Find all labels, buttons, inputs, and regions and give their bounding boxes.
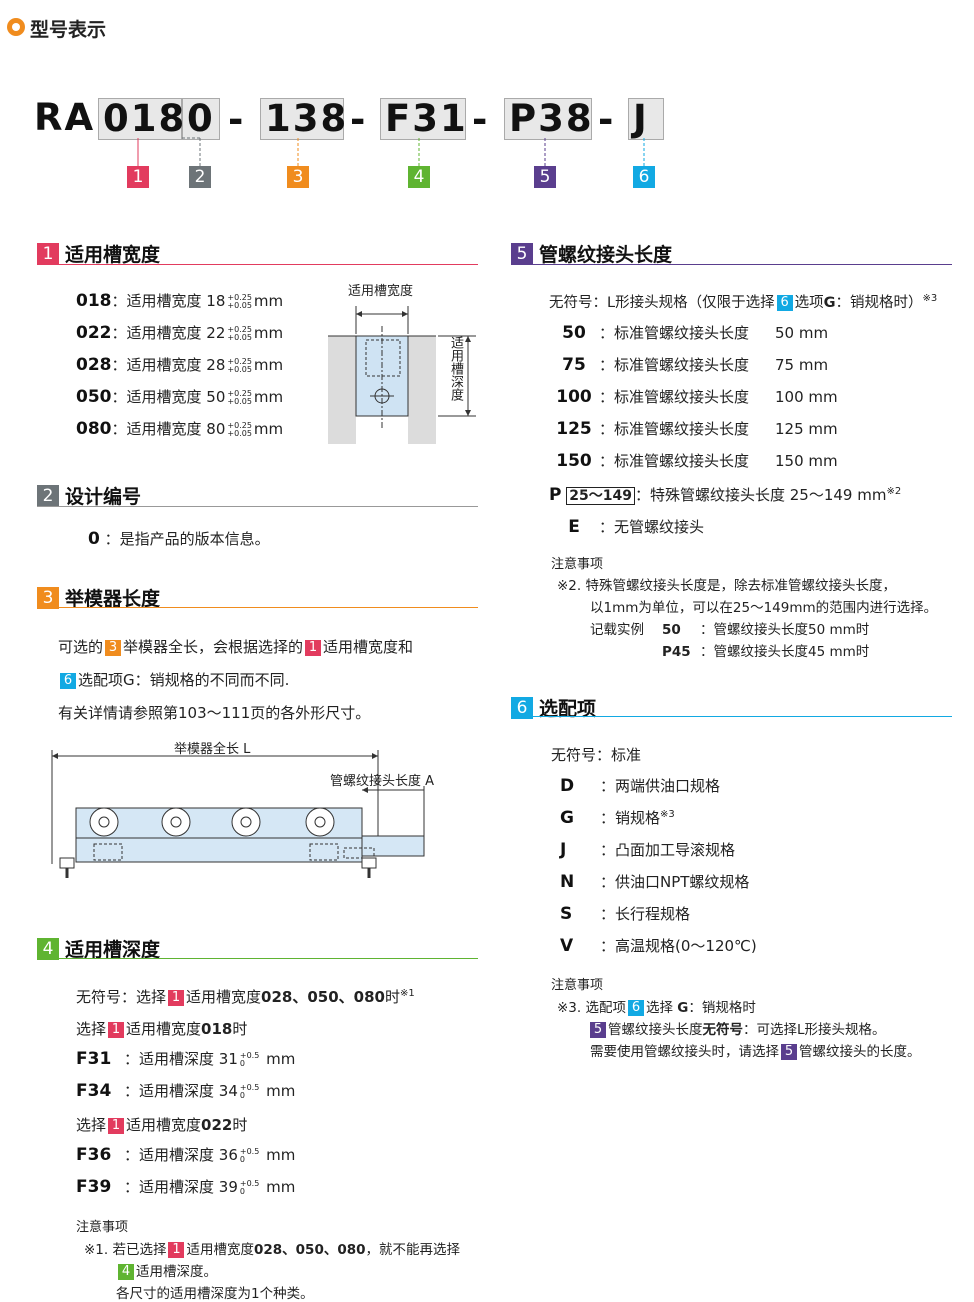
s4-note-title: 注意事项 [76,1220,129,1235]
section-1-badge: 1 [37,242,59,265]
section-2-heading: 2 设计编号 [37,482,141,509]
fig-pipe-length-label: 管螺纹接头长度 A [330,774,435,789]
s4-note-line-3: 各尺寸的适用槽深度为1个种类。 [116,1286,314,1302]
header-bullet-icon [7,18,25,36]
code-dash-1: - [228,98,244,141]
code-seg-4: F31 [380,98,466,140]
section-5-heading: 5 管螺纹接头长度 [511,240,672,267]
code-seg-6: J [628,98,664,140]
fig-total-length-label: 举模器全长 L [174,742,251,757]
section-2-title: 设计编号 [65,486,142,508]
s6-rows: D：两端供油口规格 G：销规格※3 J：凸面加工导滚规格 N：供油口NPT螺纹规… [560,775,757,967]
s5-row-e: E：无管螺纹接头 [568,517,705,537]
s6-row: V：高温规格(0～120℃) [560,936,757,956]
s5-note-line-1: ※2. 特殊管螺纹接头长度是，除去标准管螺纹接头长度， [557,578,896,594]
code-badge-6: 6 [633,166,655,188]
code-seg-2: 0 [182,98,220,140]
s6-note-title: 注意事项 [551,978,604,993]
section-6-rule [511,716,952,717]
code-seg-1: 018 [98,98,184,140]
section-5-title: 管螺纹接头长度 [539,244,673,266]
section-5-badge: 5 [511,242,533,265]
s6-row: S：长行程规格 [560,904,691,924]
s5-example-2: P45：管螺纹接头长度45 mm时 [662,644,870,660]
s3-line-3: 有关详情请参照第103～111页的各外形尺寸。 [58,704,371,722]
s6-row: N：供油口NPT螺纹规格 [560,872,750,892]
slot-cross-section-figure [328,306,476,444]
section-4-rule [37,958,478,959]
code-badge-1: 1 [127,166,149,188]
s5-note-line-2: 以1mm为单位，可以在25～149mm的范围内进行选择。 [590,600,938,616]
section-6-title: 选配项 [539,698,597,720]
code-connector-lines [137,137,645,166]
lifter-side-view-figure [51,750,425,878]
section-6-heading: 6 选配项 [511,694,596,721]
code-seg-3: 138 [260,98,346,140]
s6-nosymbol: 无符号：标准 [551,746,642,764]
fig-slot-depth-label: 适用槽深度 [448,336,463,401]
section-1-heading: 1 适用槽宽度 [37,240,160,267]
section-1-rule [37,264,478,265]
code-dash-4: - [598,98,614,141]
section-3-heading: 3 举模器长度 [37,584,160,611]
code-dash-2: - [350,98,366,141]
section-2-badge: 2 [37,484,59,507]
section-5-rule [511,264,952,265]
code-badge-2: 2 [189,166,211,188]
code-badge-5: 5 [534,166,556,188]
s6-row: G：销规格※3 [560,808,675,828]
code-badge-3: 3 [287,166,309,188]
section-1-title: 适用槽宽度 [65,244,161,266]
s5-row-p: P 25～149：特殊管螺纹接头长度 25～149 mm※2 [549,485,902,505]
s6-row: J：凸面加工导滚规格 [560,840,736,860]
section-4-badge: 4 [37,937,59,960]
code-dash-3: - [472,98,488,141]
s2-row: 0 ：是指产品的版本信息。 [88,529,270,549]
section-3-title: 举模器长度 [65,588,161,610]
section-3-rule [37,607,478,608]
section-2-rule [37,506,478,507]
section-4-heading: 4 适用槽深度 [37,935,160,962]
code-badge-4: 4 [408,166,430,188]
fig-slot-width-label: 适用槽宽度 [348,284,414,299]
section-4-title: 适用槽深度 [65,939,161,961]
s6-row: D：两端供油口规格 [560,776,721,796]
code-prefix: RA [34,96,96,139]
section-3-badge: 3 [37,586,59,609]
code-seg-5: P38 [504,98,592,140]
section-6-badge: 6 [511,696,533,719]
s5-note-title: 注意事项 [551,557,604,572]
page-title: 型号表示 [30,19,107,41]
